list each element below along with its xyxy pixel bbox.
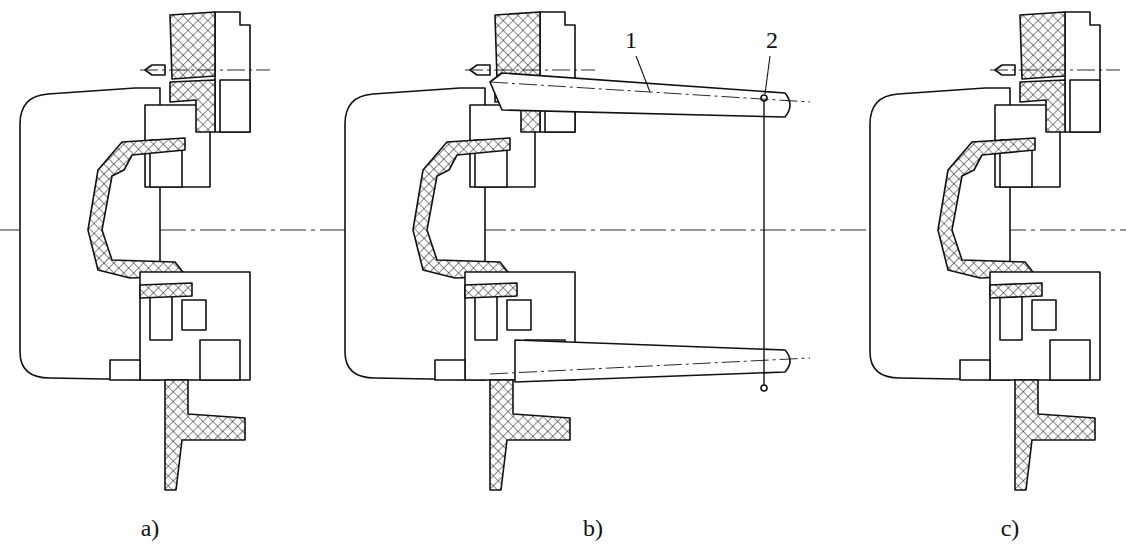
leader-line bbox=[636, 56, 650, 92]
wire-end bbox=[761, 385, 767, 391]
guide-rods bbox=[490, 56, 810, 391]
rod-axis bbox=[490, 358, 810, 374]
guide-rod bbox=[490, 73, 790, 117]
view-label: b) bbox=[580, 515, 606, 541]
guide-rod bbox=[515, 340, 790, 382]
view-label: c) bbox=[998, 515, 1023, 541]
wire bbox=[763, 98, 764, 388]
view-label: a) bbox=[138, 515, 163, 541]
leader-line bbox=[765, 56, 770, 94]
callout-number: 2 bbox=[763, 27, 781, 53]
wire-end bbox=[761, 95, 767, 101]
assembly-c bbox=[870, 12, 1120, 490]
callout-number: 1 bbox=[622, 27, 640, 53]
assembly-a bbox=[20, 12, 270, 490]
